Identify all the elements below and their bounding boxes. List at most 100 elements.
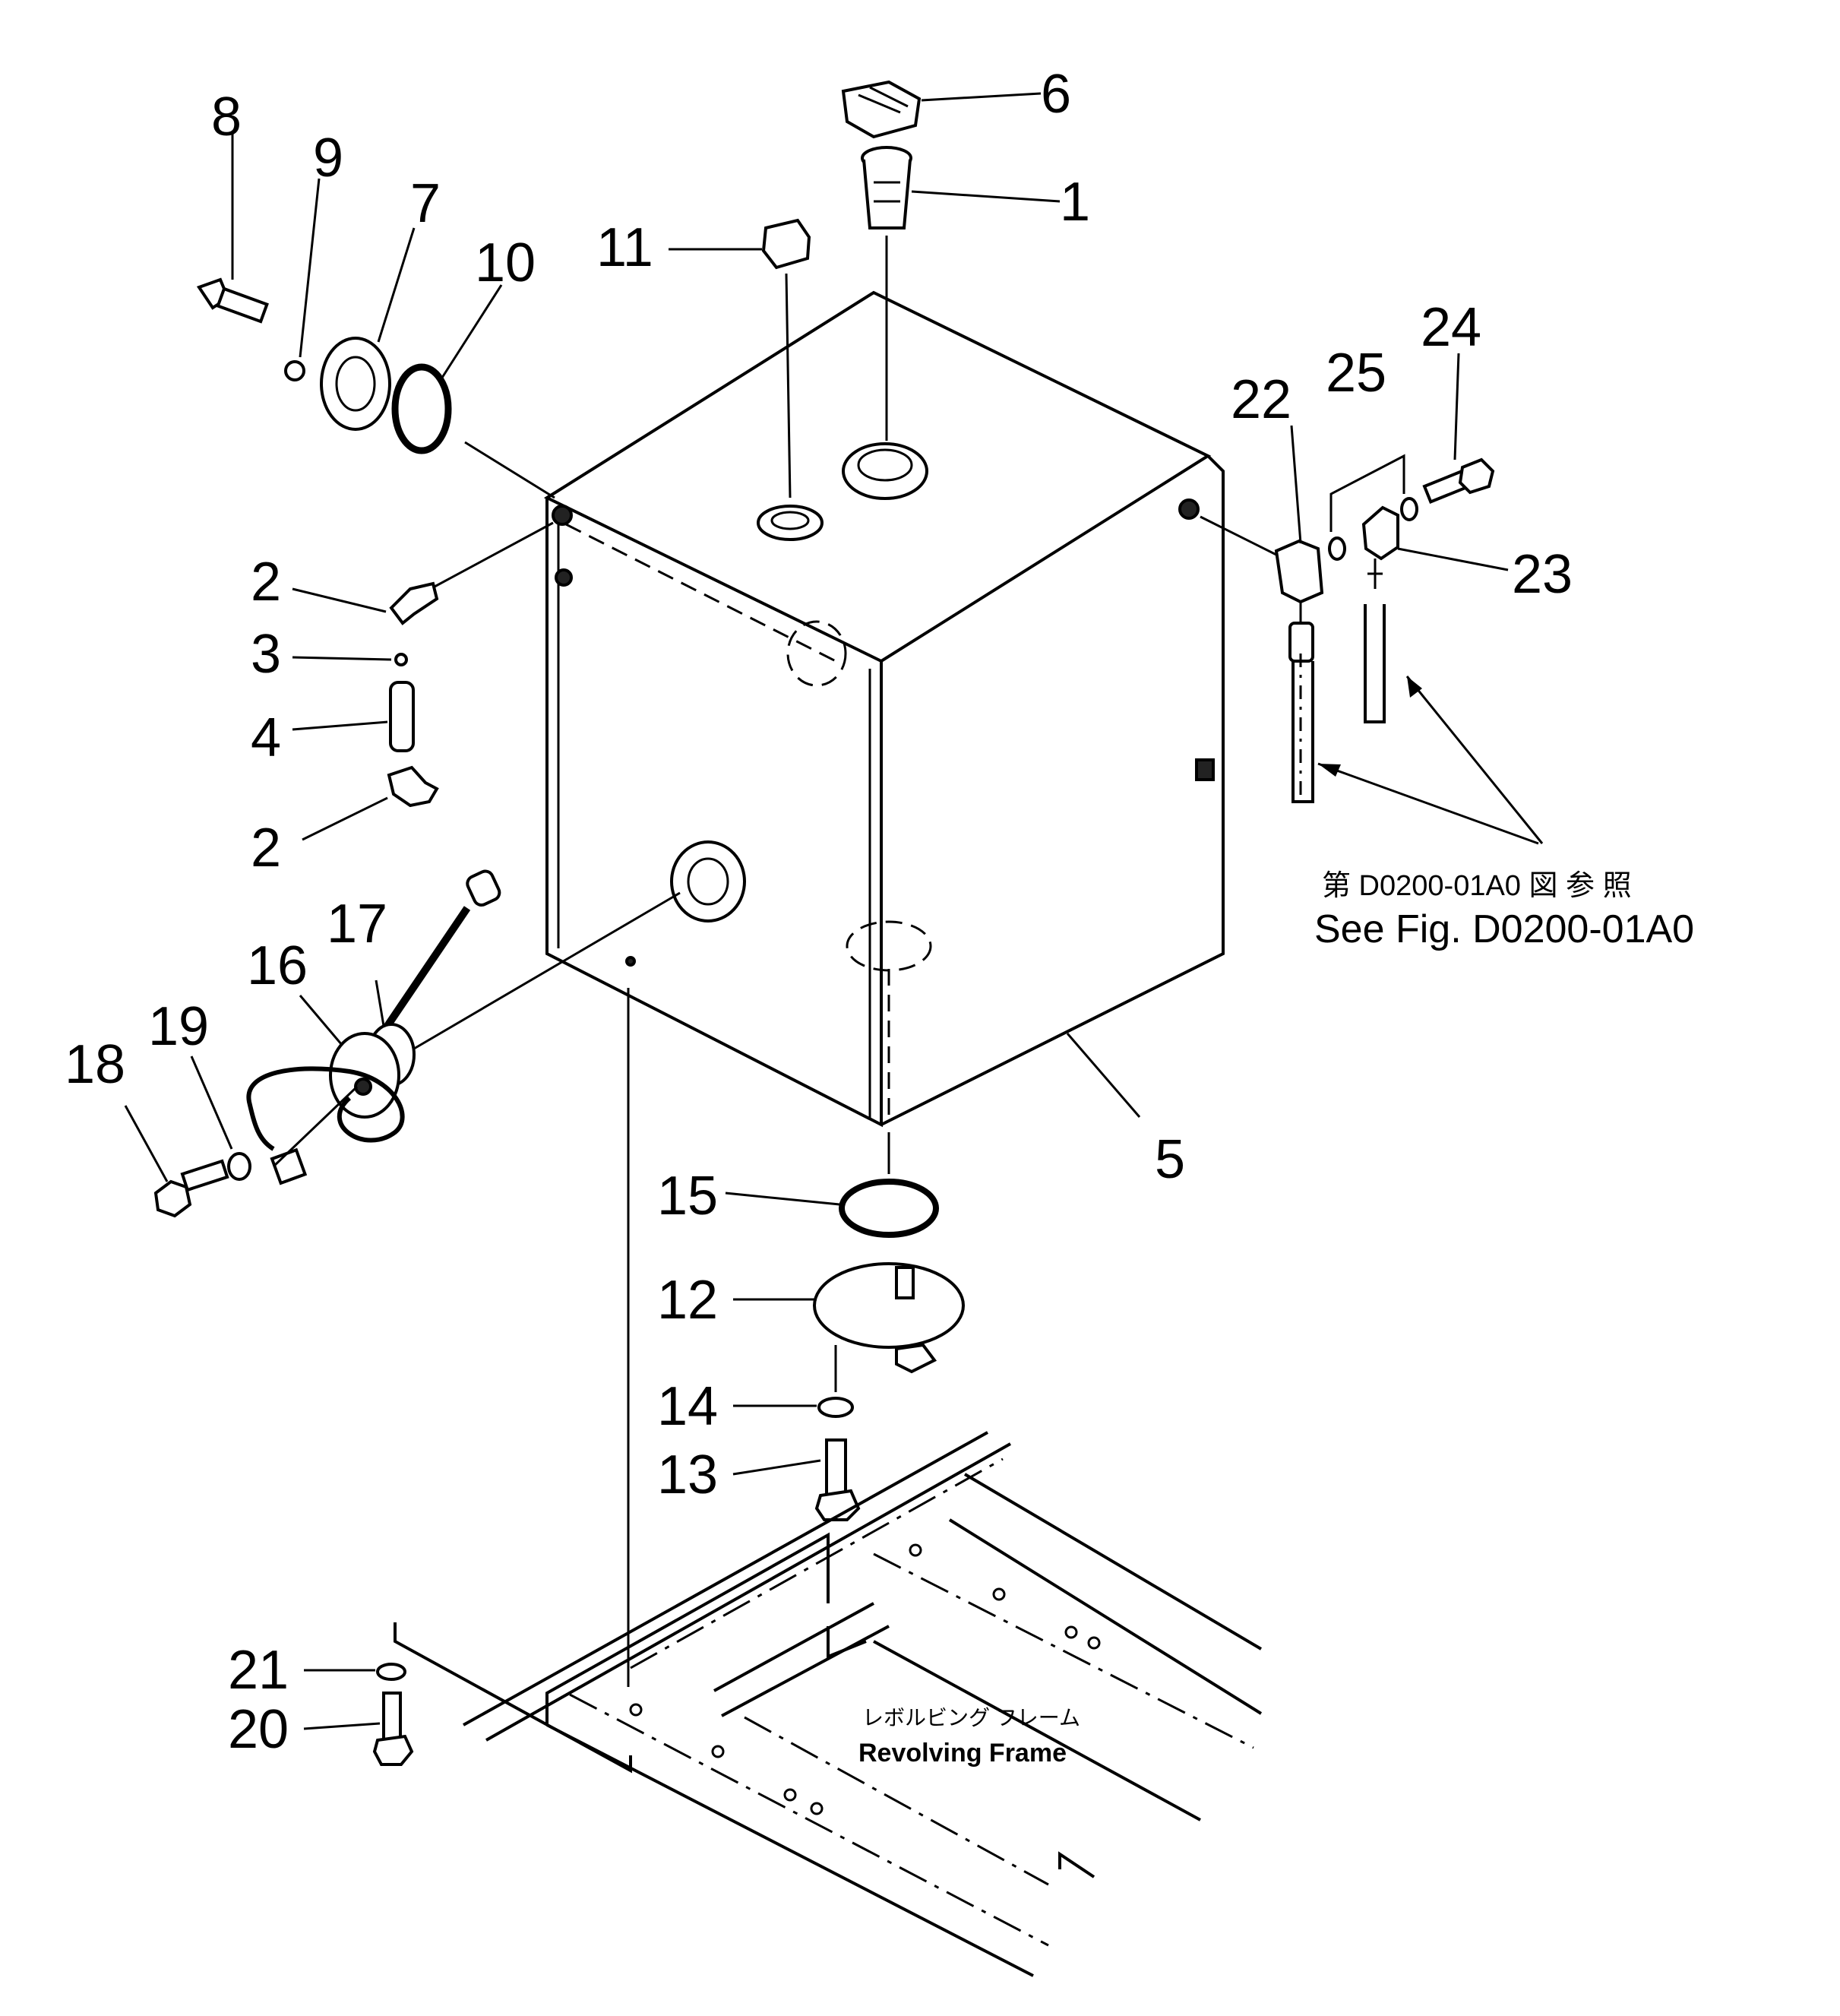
leader-ref-a [1317, 762, 1539, 845]
label-9: 9 [313, 128, 343, 188]
frame-rear-edge [963, 1473, 1263, 1650]
washer-icon [284, 360, 305, 381]
suction-flange-pipe [895, 1266, 915, 1299]
leader-19 [190, 1055, 233, 1150]
frame-bolt-assembly [303, 1663, 414, 1766]
label-2b: 2 [251, 818, 281, 878]
label-25: 25 [1326, 343, 1386, 404]
frame-top-edge [463, 1431, 988, 1726]
filler-neck-inner [857, 448, 913, 482]
frame-callout-hook [1058, 1851, 1095, 1878]
frame-hole [783, 1788, 797, 1802]
suction-flange-icon [813, 1262, 965, 1349]
frame-bracket [394, 1622, 632, 1774]
washer-25a-icon [1328, 536, 1346, 561]
frame-label-en: Revolving Frame [858, 1739, 1067, 1768]
axis-gauge-bolt [272, 1085, 359, 1168]
washer-14-icon [817, 1397, 854, 1418]
left-hose-assembly [292, 521, 554, 841]
connector-icon [270, 1147, 308, 1185]
gauge-boss [670, 840, 746, 923]
bolt-18-shank-icon [180, 1159, 229, 1192]
float-arm-icon [384, 906, 471, 1028]
plug-seat [757, 505, 824, 541]
axis-right [1200, 515, 1277, 556]
label-10: 10 [475, 233, 536, 293]
small-o-ring-icon [394, 653, 408, 666]
bolt-24-head-icon [1458, 457, 1495, 495]
part-number-labels: 6 1 11 8 9 7 10 2 3 4 2 17 16 19 18 5 22… [65, 64, 1573, 1760]
eye-joint-23-icon [1361, 505, 1399, 561]
leader-ref-b [1405, 676, 1544, 844]
leader-3 [292, 656, 392, 661]
gauge-center [354, 1078, 372, 1096]
elbow-fitting-lower-icon [387, 765, 439, 808]
label-12: 12 [657, 1270, 718, 1331]
label-7: 7 [410, 173, 441, 234]
bolt-13-shank-icon [825, 1438, 847, 1499]
label-22: 22 [1231, 369, 1291, 430]
elbow-fitting-upper-icon [389, 581, 439, 625]
right-fitting-assembly [1200, 353, 1544, 845]
eye-joint-23-stem [1367, 559, 1383, 589]
wire-icon [246, 1066, 405, 1151]
bolt-20-head-icon [372, 1734, 414, 1766]
label-6: 6 [1041, 64, 1071, 125]
flange-icon [320, 337, 391, 431]
label-3: 3 [251, 624, 281, 685]
label-13: 13 [657, 1445, 718, 1505]
label-17: 17 [327, 894, 387, 954]
tank-hidden-bottom-port [846, 920, 932, 972]
axis-hose-upper [434, 521, 554, 588]
frame-rear-edge-2 [948, 1518, 1263, 1715]
frame-hole [909, 1543, 922, 1557]
frame-centerline-3 [569, 1693, 1049, 1947]
label-8: 8 [211, 87, 242, 147]
frame-hole [1064, 1625, 1078, 1639]
frame-hole [711, 1745, 725, 1758]
bolt-shank-icon [216, 286, 269, 324]
reference-note: 第 D0200-01A0 図 参 照 See Fig. D0200-01A0 [1314, 870, 1694, 951]
arrow-head-icon [1318, 764, 1341, 777]
hose-right-icon [1364, 604, 1386, 723]
cap-and-strainer [841, 80, 1061, 441]
leader-2a [292, 587, 387, 613]
leader-2b [302, 796, 388, 841]
label-1: 1 [1060, 172, 1090, 233]
label-24: 24 [1421, 297, 1481, 358]
leader-6 [921, 92, 1042, 102]
tank [543, 290, 1225, 1128]
leader-15 [725, 1192, 840, 1206]
tank-boss [555, 568, 573, 587]
axis-flange [464, 441, 555, 499]
leader-22 [1290, 425, 1302, 544]
leader-17 [375, 980, 385, 1027]
frame-hole [810, 1802, 824, 1815]
label-5: 5 [1155, 1129, 1185, 1190]
leader-20 [303, 1722, 381, 1730]
leader-25 [1329, 454, 1405, 532]
bolt-18-head-icon [153, 1179, 192, 1218]
frame-web [545, 1532, 830, 1725]
float-icon [466, 869, 501, 907]
leader-10 [439, 284, 503, 381]
elbow-22-icon [1274, 539, 1324, 604]
frame-label: レボルビング フレーム Revolving Frame [858, 1706, 1080, 1768]
reference-en: See Fig. D0200-01A0 [1314, 907, 1694, 951]
cap-icon [841, 80, 922, 139]
leader-13 [732, 1459, 821, 1476]
leader-9 [299, 178, 321, 358]
revolving-frame [394, 1431, 1263, 1977]
tank-hidden-edge [565, 523, 836, 663]
label-19: 19 [148, 996, 209, 1057]
cap-ribs [858, 86, 909, 114]
label-16: 16 [247, 935, 308, 996]
level-gauge-assembly [124, 869, 681, 1218]
frame-centerline-4 [744, 1716, 1049, 1886]
washer-25b-icon [1400, 497, 1418, 521]
frame-front-edge [546, 1723, 1034, 1977]
tank-hole [625, 956, 636, 967]
filler-neck [842, 442, 928, 500]
